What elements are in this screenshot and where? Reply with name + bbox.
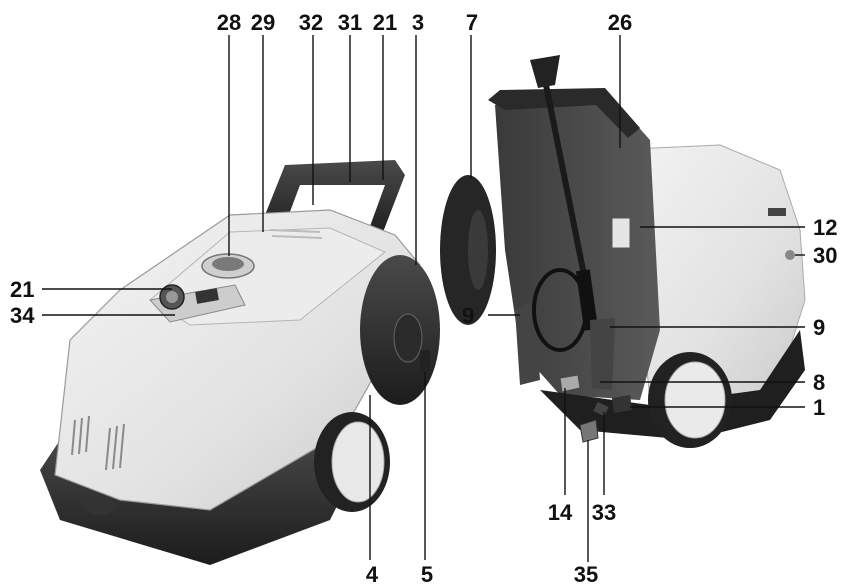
callout-1: 1 xyxy=(813,395,825,420)
callout-21-top: 21 xyxy=(373,10,397,35)
rating-plate xyxy=(611,217,631,249)
callout-8: 8 xyxy=(813,370,825,395)
callout-26: 26 xyxy=(608,10,632,35)
side-slot xyxy=(768,208,786,216)
chimney-opening xyxy=(212,257,244,271)
front-machine-handle xyxy=(265,160,405,240)
rear-view-machine xyxy=(440,55,806,448)
callout-33: 33 xyxy=(592,500,616,525)
front-view-machine xyxy=(40,160,440,565)
control-knob-center xyxy=(166,291,178,303)
nozzle xyxy=(530,55,560,88)
water-inlet xyxy=(612,395,632,413)
callout-14: 14 xyxy=(548,500,573,525)
callout-28: 28 xyxy=(217,10,241,35)
callout-31: 31 xyxy=(338,10,362,35)
coiled-hose xyxy=(532,268,588,352)
rear-hose-reel-rim xyxy=(468,210,488,290)
callout-4: 4 xyxy=(366,562,379,587)
front-machine-wheel-rim xyxy=(331,421,385,503)
front-vents xyxy=(71,415,125,471)
side-badge xyxy=(785,250,795,260)
rear-machine-handle xyxy=(488,88,640,138)
hose-reel-hub xyxy=(393,313,423,363)
callout-labels: 28 29 32 31 21 3 7 26 21 34 12 30 9 9 8 … xyxy=(10,10,837,587)
callout-3: 3 xyxy=(412,10,424,35)
callout-35: 35 xyxy=(574,562,598,587)
leader-lines xyxy=(42,35,805,562)
rear-machine-wheel-rim xyxy=(664,361,726,439)
callout-34: 34 xyxy=(10,303,35,328)
callout-21-left: 21 xyxy=(10,277,34,302)
top-vent-slots xyxy=(269,229,323,239)
right-holder xyxy=(590,318,615,390)
callout-32: 32 xyxy=(299,10,323,35)
callout-9-left: 9 xyxy=(462,303,474,328)
reel-crank xyxy=(420,350,430,372)
front-caster xyxy=(84,495,116,515)
rear-machine-base xyxy=(540,330,805,440)
callout-12: 12 xyxy=(813,215,837,240)
inlet-adapter xyxy=(579,419,599,443)
callout-30: 30 xyxy=(813,243,837,268)
inlet-filter xyxy=(593,401,609,417)
callout-5: 5 xyxy=(421,562,433,587)
callout-9-right: 9 xyxy=(813,315,825,340)
callout-29: 29 xyxy=(251,10,275,35)
outlet-fitting xyxy=(559,374,581,393)
main-switch xyxy=(195,288,219,304)
callout-7: 7 xyxy=(466,10,478,35)
